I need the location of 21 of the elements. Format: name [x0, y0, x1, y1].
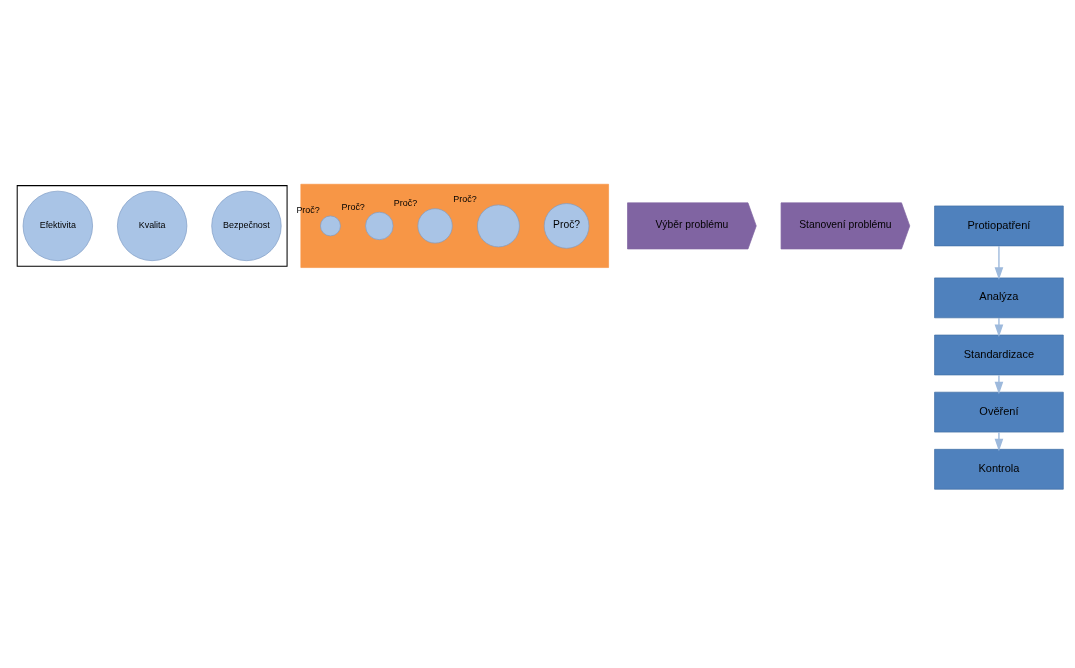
node-label: Proč? — [393, 198, 418, 209]
node-box: Ověření — [934, 391, 1064, 433]
arrow — [994, 245, 1004, 280]
node-circle: Proč? — [543, 203, 590, 249]
node-circle: Kvalita — [117, 190, 188, 262]
node-box: Kontrola — [934, 448, 1064, 490]
node-box: Analýza — [934, 277, 1064, 319]
cluster — [16, 185, 288, 267]
node-circle — [417, 208, 453, 244]
node-box: Standardizace — [934, 334, 1064, 376]
node-circle — [320, 215, 341, 237]
node-circle — [477, 204, 520, 248]
arrow — [994, 317, 1004, 337]
arrow — [994, 374, 1004, 395]
node-circle — [365, 211, 394, 241]
node-label: Proč? — [453, 194, 477, 205]
node-circle: Efektivita — [22, 190, 93, 262]
node-box: Protiopatření — [934, 205, 1064, 247]
arrow — [994, 431, 1004, 452]
node-circle: Bezpečnost — [211, 190, 282, 262]
node-label: Proč? — [341, 201, 365, 212]
